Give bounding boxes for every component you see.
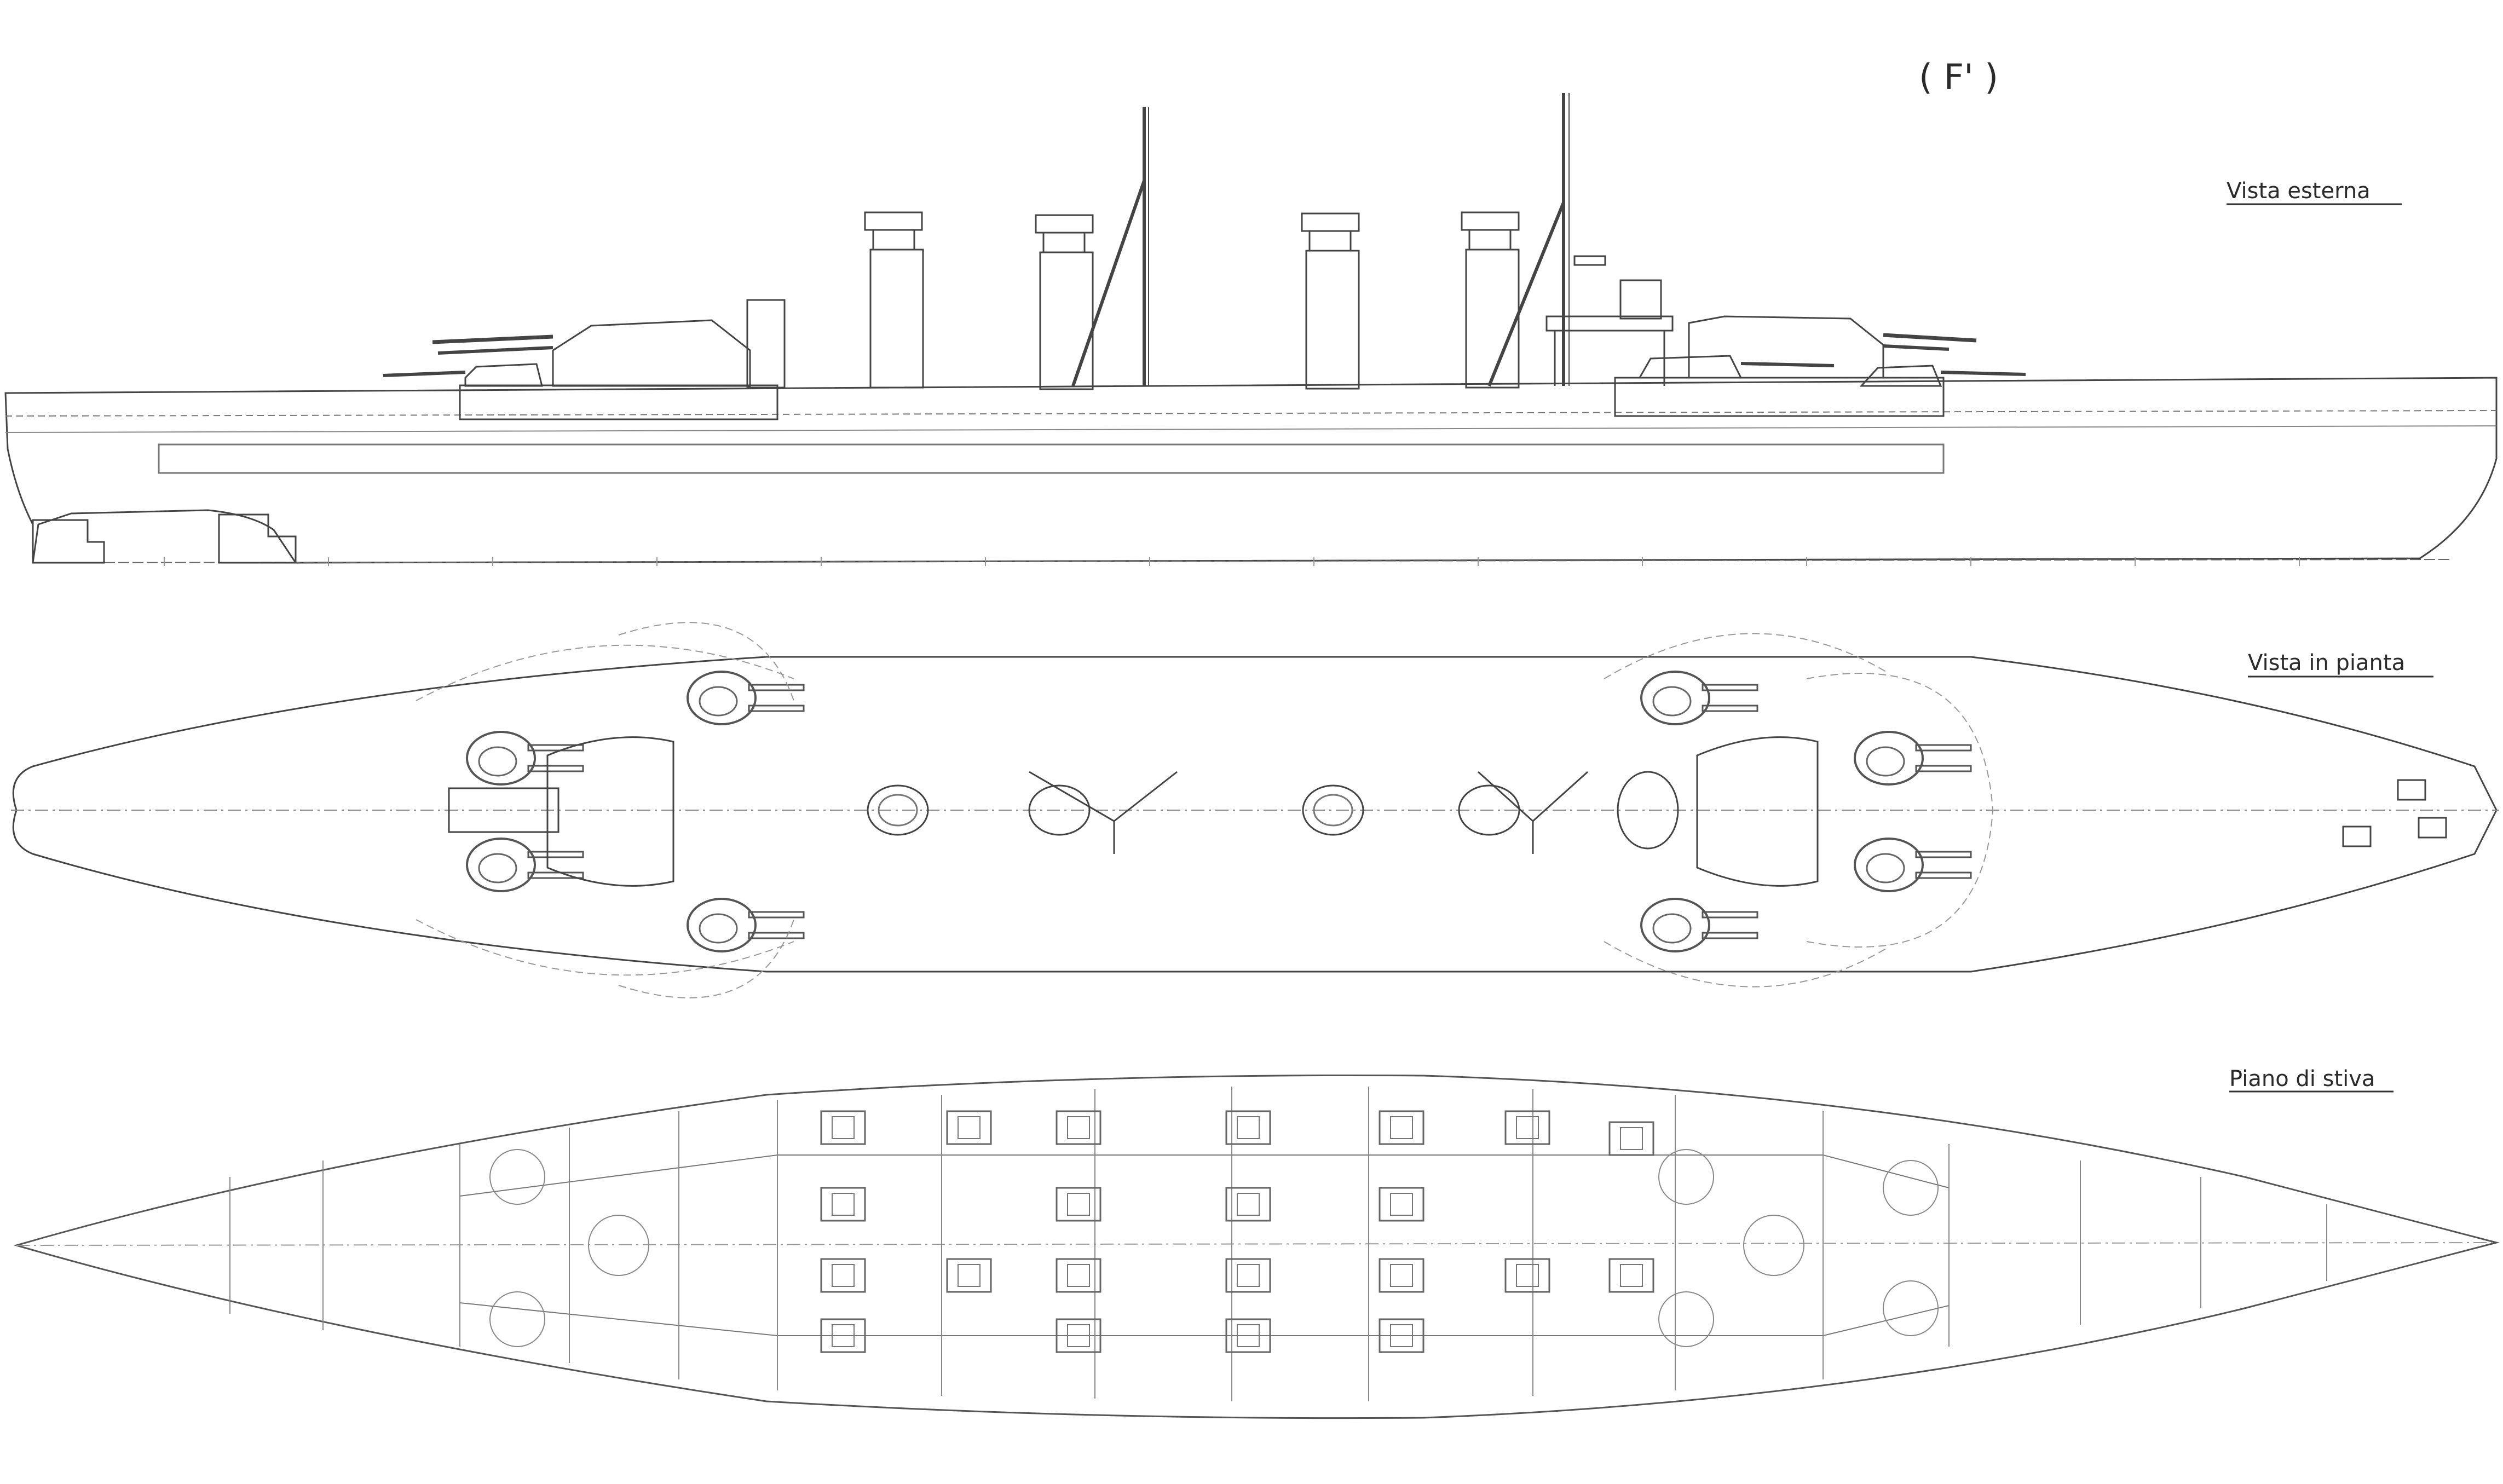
hold-centerline: [16, 1242, 2497, 1246]
side-aft-mast-stub: [746, 299, 786, 389]
hold-plan-label: Piano di stiva: [2229, 1066, 2375, 1092]
side-turret-aft-low: [383, 363, 543, 387]
plan-aft-turrets: [448, 671, 805, 952]
side-turret-fwd-low: [1638, 355, 2026, 387]
side-bridge: [1545, 279, 1674, 386]
side-view: Vista esterna: [4, 93, 2498, 566]
side-view-label: Vista esterna: [2227, 178, 2371, 204]
side-funnel-2: [1035, 214, 1094, 390]
side-fore-mast: [1487, 93, 1606, 387]
plan-mainmast-legs: [1029, 771, 1178, 854]
plan-fwd-turrets: [1617, 671, 1972, 952]
side-funnel-4: [1461, 211, 1520, 389]
side-rudder-fwd: [218, 513, 297, 564]
side-belt-upper: [5, 425, 2497, 433]
hold-hull-outline: [13, 1074, 2500, 1419]
side-hull-outline: [4, 377, 2498, 564]
side-main-mast: [1071, 107, 1149, 386]
hold-barbettes: [489, 1149, 1939, 1347]
side-funnel-3: [1301, 212, 1360, 390]
plan-aft-firing-arcs: [416, 622, 794, 998]
hold-inner-bulkhead-outline: [459, 1154, 1950, 1336]
sheet-code: ( F' ): [1919, 57, 1998, 98]
hold-transverse-bulkheads: [229, 1087, 2327, 1401]
plan-funnel-3: [1302, 784, 1364, 836]
plan-view: Vista in pianta: [11, 622, 2499, 998]
hold-boilers: [820, 1110, 1654, 1353]
plan-funnel-1: [867, 784, 929, 836]
side-frame-ticks: [164, 557, 2300, 566]
side-turret-aft-superfiring: [432, 319, 751, 387]
plan-fwd-firing-arcs: [1604, 633, 1993, 988]
side-funnel-1: [864, 211, 924, 389]
plan-funnel-3-inner: [1313, 794, 1353, 827]
plan-bow-anchors: [2342, 779, 2447, 847]
plan-hull-outline: [12, 656, 2498, 973]
plan-view-label: Vista in pianta: [2248, 650, 2405, 675]
plan-foremast-legs: [1477, 771, 1589, 854]
plan-funnel-4: [1458, 784, 1520, 836]
side-keel-line: [32, 559, 2453, 563]
side-rudder-aft: [32, 519, 105, 564]
side-armour-belt: [158, 443, 1945, 474]
plan-funnel-2: [1028, 784, 1091, 836]
hold-plan: Piano di stiva: [13, 1066, 2500, 1419]
side-waterline: [5, 410, 2497, 417]
plan-funnel-1-inner: [878, 794, 918, 827]
